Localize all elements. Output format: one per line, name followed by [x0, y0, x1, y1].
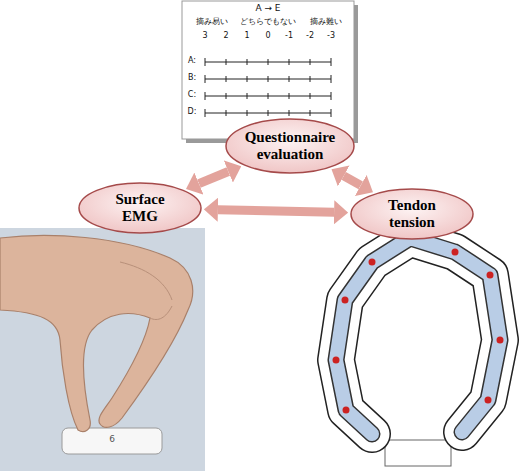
- scale-anchor: どちらでもない: [240, 18, 296, 26]
- cylinder-mark: 6: [109, 435, 115, 444]
- scale-number: 1: [244, 32, 249, 40]
- ellipse-node: Surface EMG: [78, 182, 202, 234]
- cylinder: [385, 440, 451, 466]
- scale-number: 0: [265, 32, 270, 40]
- bone: [336, 238, 500, 434]
- joint: [452, 249, 459, 256]
- hand: [0, 235, 193, 431]
- joint: [342, 297, 349, 304]
- item-label: D:: [188, 108, 197, 116]
- rating-scale: [205, 92, 331, 100]
- bone-outline: [336, 238, 500, 434]
- cylinder: [62, 428, 162, 454]
- scale-number: -1: [285, 32, 293, 40]
- sheet: [182, 1, 354, 139]
- rating-scale: [205, 75, 331, 83]
- finger-crease: [150, 306, 172, 320]
- joint-dots: [333, 249, 504, 414]
- node-label: Tendon tension: [372, 197, 452, 232]
- joint: [343, 407, 350, 414]
- ellipse-node: Questionnaire evaluation: [225, 118, 355, 174]
- double-arrow: [218, 210, 334, 213]
- node-label: Questionnaire evaluation: [235, 129, 345, 164]
- joint: [369, 259, 376, 266]
- ellipse-shape: [351, 189, 473, 239]
- ellipse-node: Tendon tension: [350, 188, 474, 240]
- knuckle-crease: [120, 262, 172, 300]
- rating-scale: [205, 58, 331, 66]
- scale-number: 2: [223, 32, 228, 40]
- node-text-group: Questionnaire evaluation: [235, 129, 345, 164]
- node-text-group: Surface EMG: [100, 191, 180, 226]
- scale-anchor: 摘み難い: [310, 18, 342, 26]
- joint: [333, 357, 340, 364]
- double-arrow: [199, 171, 228, 183]
- ellipse-shape: [79, 183, 201, 233]
- ellipse-shape: [226, 119, 354, 173]
- sheet-heading: A → E: [255, 4, 280, 13]
- finger-model: [333, 238, 504, 466]
- double-arrow: [344, 176, 361, 185]
- hand-photo: [0, 228, 205, 471]
- finger-skin: [336, 238, 500, 434]
- scale-number: 3: [202, 32, 207, 40]
- rating-scale: [205, 109, 331, 117]
- joint: [497, 337, 504, 344]
- item-label: A:: [188, 57, 196, 65]
- scale-number: -2: [306, 32, 314, 40]
- item-label: B:: [188, 74, 196, 82]
- photo-background: [0, 228, 205, 471]
- joint: [485, 397, 492, 404]
- scale-number: -3: [327, 32, 335, 40]
- scale-anchor: 摘み易い: [196, 18, 228, 26]
- node-label: Surface EMG: [100, 191, 180, 226]
- finger-outline: [336, 238, 500, 434]
- node-text-group: Tendon tension: [372, 197, 452, 232]
- item-label: C:: [188, 91, 196, 99]
- joint: [487, 272, 494, 279]
